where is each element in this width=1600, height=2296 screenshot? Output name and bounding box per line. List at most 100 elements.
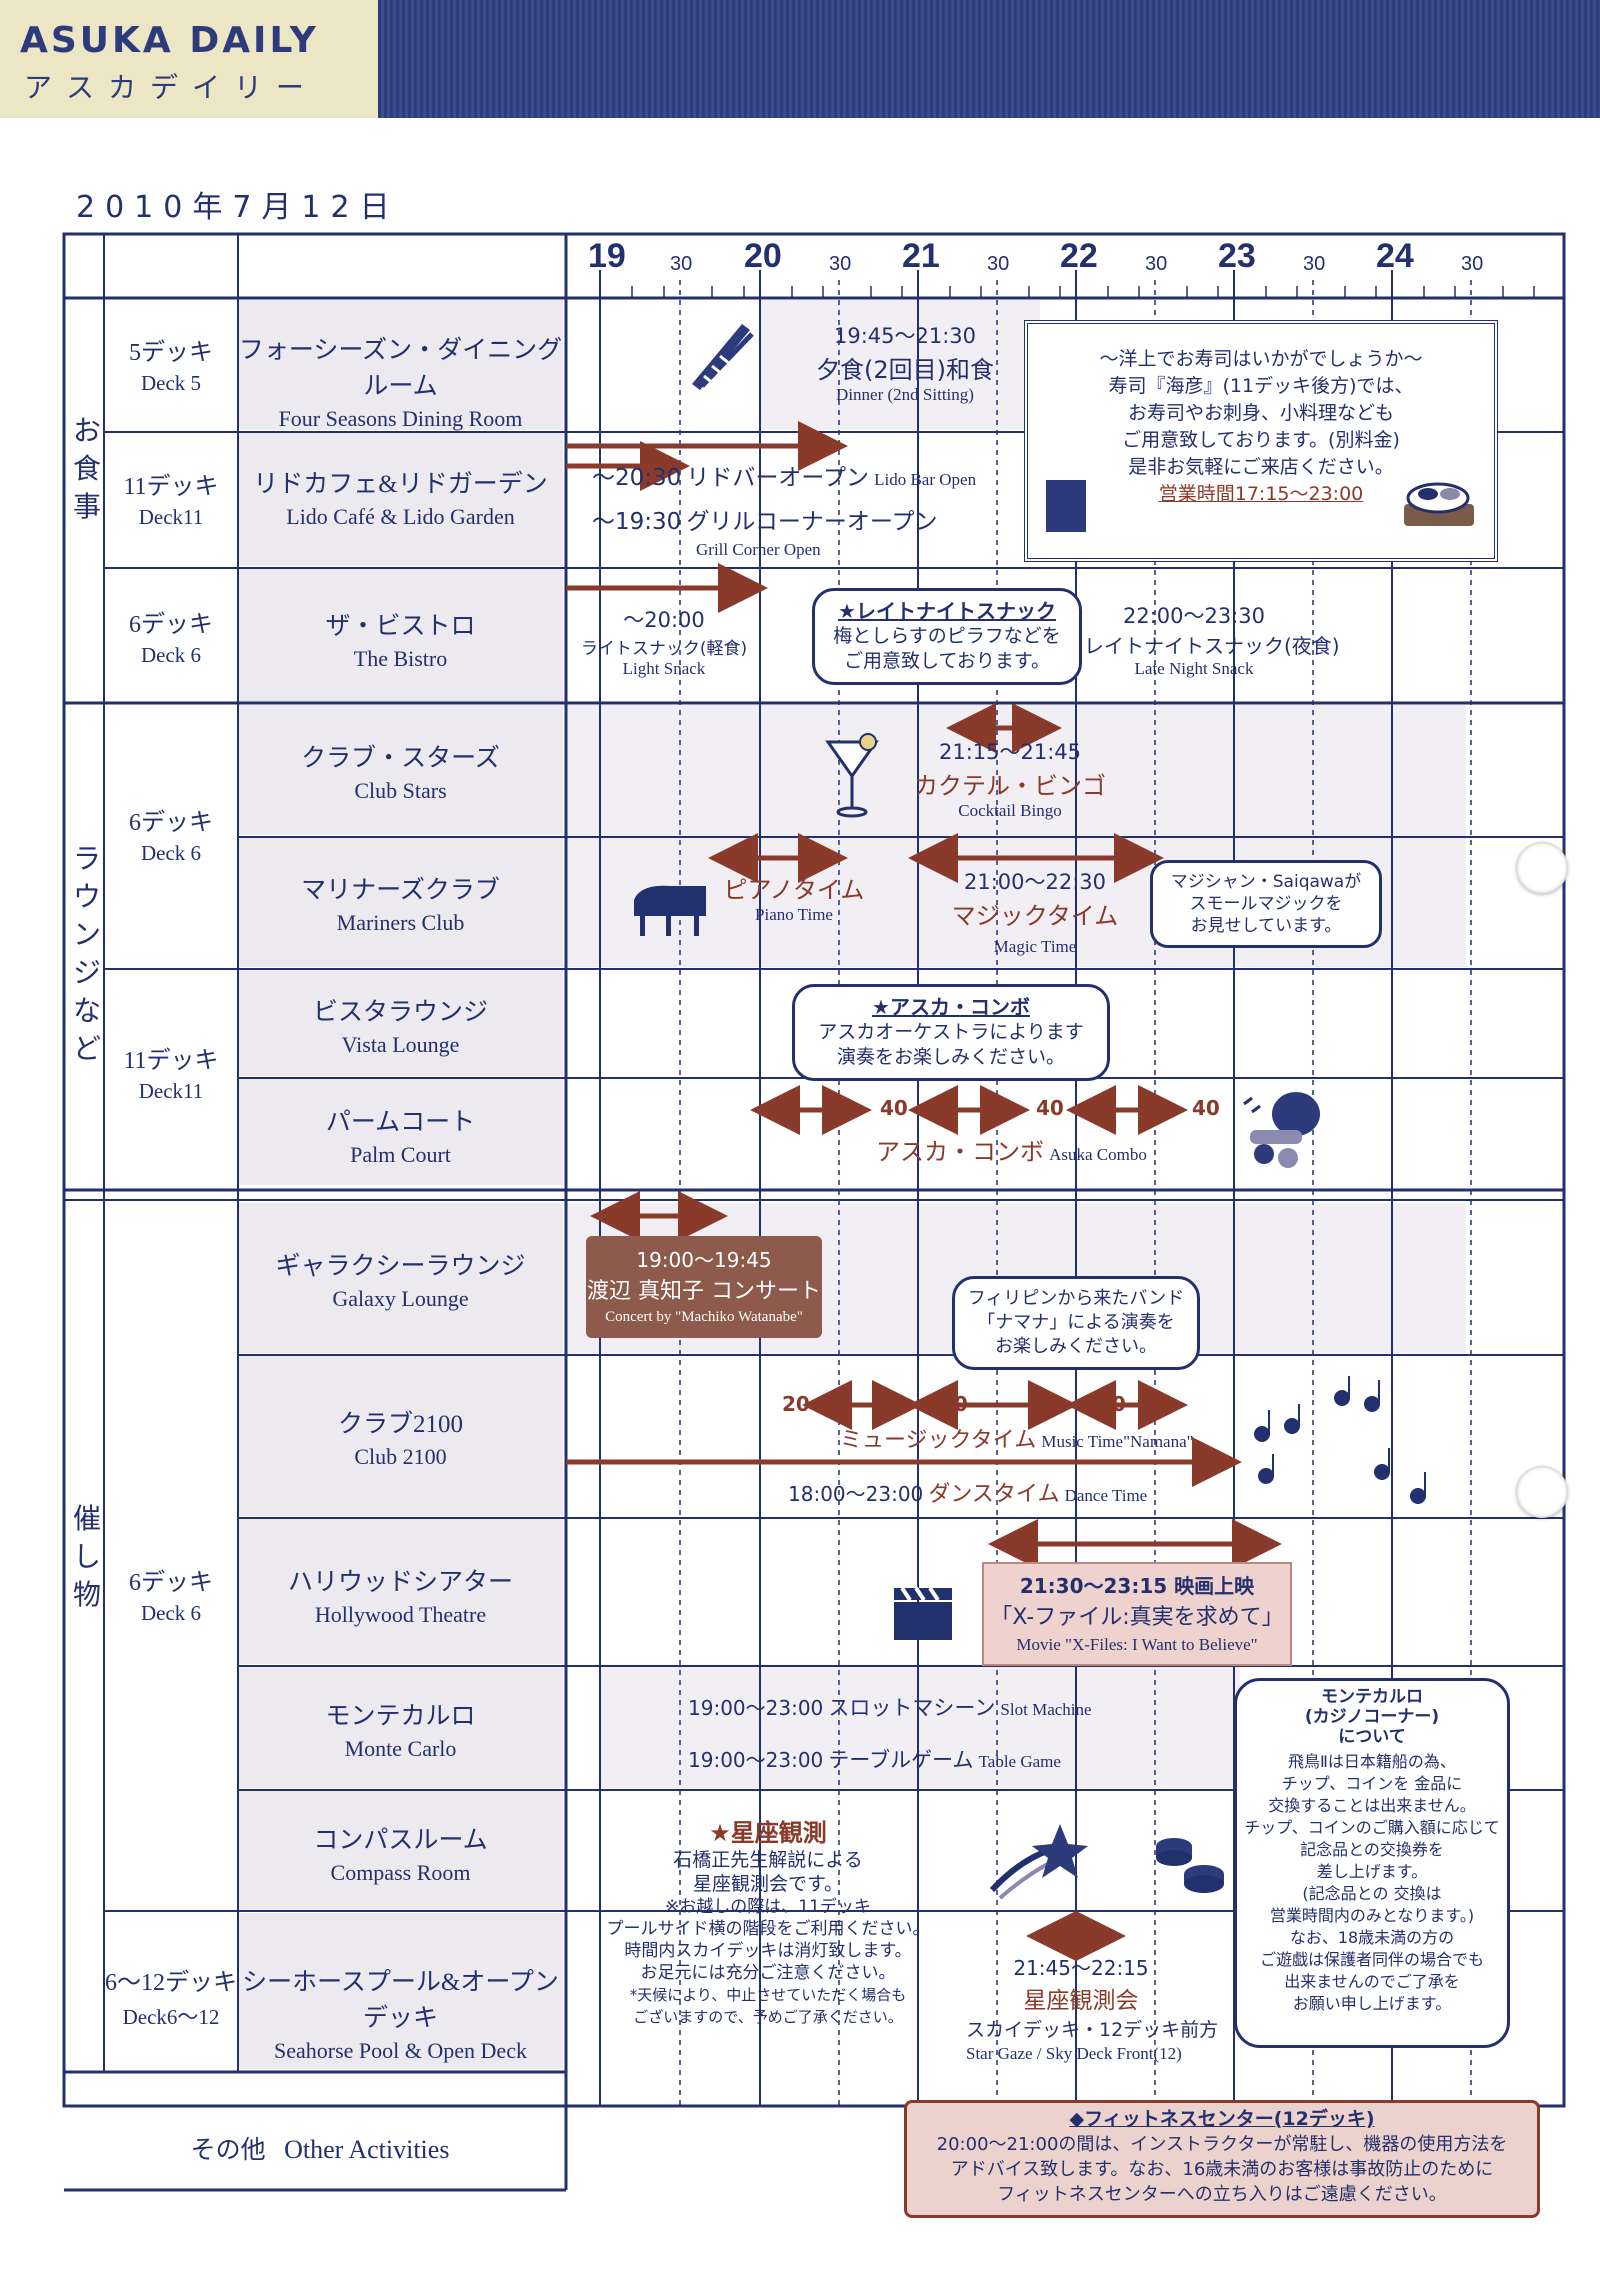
sushi-line: 是非お気軽にご来店ください。 (1128, 456, 1394, 478)
casino-notice: モンテカルロ (カジノコーナー) について 飛鳥Ⅱは日本籍船の為、 チップ、コイ… (1234, 1678, 1510, 2048)
combo-marker-1: 40 (880, 1096, 908, 1120)
casino-line: なお、18歳未満の方の (1289, 1928, 1455, 1947)
brand-kana: アスカデイリー (24, 71, 319, 104)
half-2030: 30 (829, 253, 852, 275)
venue-en: Palm Court (350, 1142, 451, 1167)
star-watch-line: プールサイド横の階段をご利用ください。 (606, 1919, 930, 1939)
fitness-title: ◆フィットネスセンター(12デッキ) (1069, 2108, 1375, 2130)
casino-line: 交換することは出来ません。 (1268, 1796, 1476, 1815)
shooting-star-icon (989, 1820, 1090, 1904)
bubble-line: マジシャン・Saiqawaが (1170, 872, 1362, 892)
casino-body: 飛鳥Ⅱは日本籍船の為、 チップ、コインを 金品に 交換することは出来ません。 チ… (1237, 1751, 1507, 2015)
casino-line: お願い申し上げます。 (1292, 1994, 1452, 2013)
hour-22: 22 (1060, 237, 1098, 275)
star-watch-line: 星座観測会です。 (692, 1873, 844, 1895)
deck-11-en: Deck11 (138, 1079, 204, 1103)
event-title-en: Asuka Combo (1049, 1145, 1147, 1164)
event-time: 21:45〜22:15 (1013, 1956, 1149, 1980)
event-dance-time: 18:00〜23:00 ダンスタイム Dance Time (788, 1476, 1147, 1508)
venue-jp: マリナーズクラブ (301, 877, 500, 904)
sushi-line: お寿司やお刺身、小料理なども (1127, 402, 1394, 424)
event-title-en: Grill Corner Open (696, 540, 821, 559)
venue-en: Club Stars (354, 778, 447, 803)
category-lounge-label: ラウンジなど (72, 842, 101, 1065)
bubble-title: ★アスカ・コンボ (872, 995, 1030, 1019)
cocktail-icon (822, 732, 882, 826)
bubble-line: スモールマジックを (1189, 894, 1343, 914)
venue-en: Seahorse Pool & Open Deck (274, 2038, 527, 2063)
fitness-line: フィットネスセンターへの立ち入りはご遠慮ください。 (997, 2184, 1447, 2205)
venue-jp: ビスタラウンジ (312, 999, 488, 1026)
event-star-gaze-en: Star Gaze / Sky Deck Front(12) (966, 2044, 1182, 2064)
deck-6-jp: 6デッキ (129, 612, 213, 638)
casino-line: ご遊戯は保護者同伴の場合でも (1259, 1950, 1484, 1969)
event-late-night-snack: 22:00〜23:30 レイトナイトスナック(夜食) Late Night Sn… (1084, 600, 1340, 679)
event-time: 〜20:00 (623, 608, 705, 632)
event-title-jp: レイトナイトスナック(夜食) (1084, 634, 1340, 658)
bubble-line: 演奏をお楽しみください。 (836, 1046, 1065, 1068)
event-music-time: ミュージックタイム Music Time"Namana" (840, 1422, 1194, 1454)
piano-icon (630, 880, 710, 944)
bubble-line: フィリピンから来たバンド (967, 1288, 1185, 1309)
category-events: 催し物 (62, 1500, 112, 1614)
casino-subtitle: (カジノコーナー) (1304, 1707, 1440, 1727)
sushi-line: 〜洋上でお寿司はいかがでしょうか〜 (1099, 348, 1423, 370)
fitness-line: アドバイス致します。なお、16歳未満のお客様は事故防止のために (950, 2159, 1494, 2180)
trumpet-icon (1240, 1084, 1330, 1184)
venue-jp: ザ・ビストロ (325, 613, 476, 640)
venue-jp: ハリウッドシアター (287, 1569, 513, 1596)
venue-en: Compass Room (330, 1860, 471, 1885)
music-marker-1: 20 (782, 1392, 810, 1416)
event-title-jp: ミュージックタイム (840, 1428, 1037, 1453)
event-cocktail-bingo: 21:15〜21:45 カクテル・ビンゴ Cocktail Bingo (900, 736, 1120, 821)
brand-title: ASUKA DAILY (20, 20, 319, 61)
event-title-en: Dance Time (1064, 1486, 1148, 1505)
category-events-label: 催し物 (72, 1502, 101, 1611)
casino-subtitle: について (1338, 1727, 1406, 1747)
music-marker-3: 20 (1098, 1392, 1126, 1416)
hour-20: 20 (744, 237, 782, 275)
combo-marker-3: 40 (1192, 1096, 1220, 1120)
event-title-en: Dinner (2nd Sitting) (836, 385, 974, 404)
event-time: 〜19:30 (592, 509, 682, 535)
deck-6-dining: 6デッキ Deck 6 (104, 604, 238, 668)
bubble-title: ★レイトナイトスナック (838, 599, 1056, 623)
event-piano-time: ピアノタイム Piano Time (714, 870, 874, 925)
event-title-en: Late Night Snack (1134, 659, 1254, 678)
sushi-logo-icon (1046, 480, 1086, 532)
event-magic-time: 21:00〜22:30 マジックタイム Magic Time (930, 866, 1140, 957)
sushi-line: 寿司『海彦』(11デッキ後方)では、 (1108, 375, 1414, 397)
venue-jp: フォーシーズン・ダイニングルーム (238, 337, 563, 400)
venue-jp: シーホースプール&オープンデッキ (242, 1969, 559, 2032)
event-title-jp: 渡辺 真知子 コンサート (587, 1279, 821, 1304)
bubble-line: お見せしています。 (1190, 916, 1342, 936)
event-slot-machine: 19:00〜23:00 スロットマシーン Slot Machine (688, 1692, 1092, 1722)
combo-marker-2: 40 (1036, 1096, 1064, 1120)
venue-jp: クラブ・スターズ (301, 745, 500, 772)
deck-6-en: Deck 6 (140, 841, 202, 865)
other-activities-jp: その他 (190, 2135, 266, 2164)
event-title-jp: ダンスタイム (928, 1482, 1060, 1507)
event-time: 〜20:30 (592, 465, 682, 491)
deck-6-jp: 6デッキ (129, 1570, 213, 1596)
other-activities-en: Other Activities (284, 2135, 450, 2164)
casino-title: モンテカルロ (1321, 1687, 1423, 1707)
event-lido-bar: 〜20:30 リドバーオープン Lido Bar Open (592, 458, 976, 492)
venue-en: Vista Lounge (341, 1032, 460, 1057)
event-grill: 〜19:30 グリルコーナーオープン (592, 502, 938, 536)
hour-24: 24 (1376, 237, 1414, 275)
event-time: 19:00〜19:45 (636, 1248, 772, 1272)
star-watch-line: ございますので、予めご了承ください。 (633, 2008, 903, 2026)
deck-6-en: Deck 6 (140, 643, 202, 667)
venue-en: Club 2100 (354, 1444, 447, 1469)
venue-jp: モンテカルロ (325, 1703, 476, 1730)
event-time: 21:00〜22:30 (963, 870, 1107, 894)
event-time: 18:00〜23:00 (788, 1482, 924, 1506)
half-2330: 30 (1303, 253, 1326, 275)
event-star-gaze: 21:45〜22:15 星座観測会 スカイデッキ・12デッキ前方 (966, 1952, 1218, 2042)
